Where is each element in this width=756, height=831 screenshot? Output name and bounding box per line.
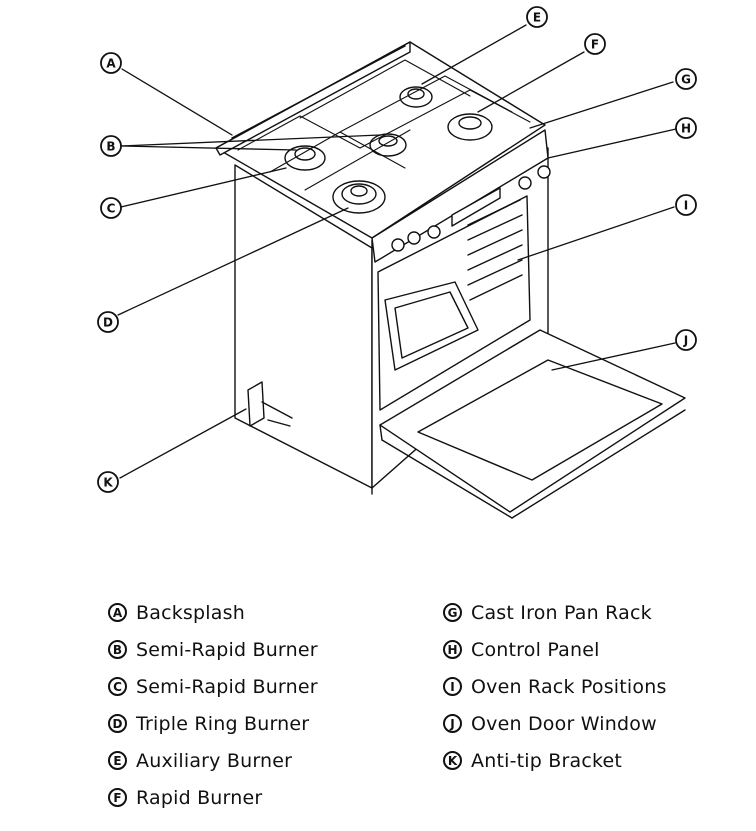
callout-letter-d: D bbox=[103, 316, 113, 330]
callout-d bbox=[97, 311, 119, 333]
leader-lines bbox=[117, 24, 677, 479]
legend-item-a: A Backsplash bbox=[108, 594, 318, 631]
legend-label-j: Oven Door Window bbox=[471, 712, 657, 735]
legend-badge-f: F bbox=[108, 788, 127, 807]
legend-column-left: A Backsplash B Semi-Rapid Burner C Semi-… bbox=[108, 594, 318, 816]
callout-k bbox=[97, 471, 119, 493]
callout-letters: A B C D E F G H I J K bbox=[103, 11, 691, 490]
legend-item-e: E Auxiliary Burner bbox=[108, 742, 318, 779]
legend-item-k: K Anti-tip Bracket bbox=[443, 742, 667, 779]
range-diagram: A B C D E F G H I J K bbox=[97, 6, 697, 519]
callout-letter-j: J bbox=[683, 334, 688, 348]
legend-item-h: H Control Panel bbox=[443, 631, 667, 668]
legend-label-k: Anti-tip Bracket bbox=[471, 749, 623, 772]
legend-label-g: Cast Iron Pan Rack bbox=[471, 601, 652, 624]
legend-badge-h: H bbox=[443, 640, 462, 659]
legend-badge-g: G bbox=[443, 603, 462, 622]
legend-badge-j: J bbox=[443, 714, 462, 733]
legend-label-b: Semi-Rapid Burner bbox=[136, 638, 318, 661]
callout-a bbox=[100, 52, 122, 74]
callout-h bbox=[675, 117, 697, 139]
legend-label-i: Oven Rack Positions bbox=[471, 675, 667, 698]
legend-column-right: G Cast Iron Pan Rack H Control Panel I O… bbox=[443, 594, 667, 779]
callout-j bbox=[675, 329, 697, 351]
legend-item-j: J Oven Door Window bbox=[443, 705, 667, 742]
legend-item-c: C Semi-Rapid Burner bbox=[108, 668, 318, 705]
callout-letter-i: I bbox=[684, 199, 688, 213]
legend-badge-d: D bbox=[108, 714, 127, 733]
legend-item-b: B Semi-Rapid Burner bbox=[108, 631, 318, 668]
callout-letter-h: H bbox=[681, 122, 691, 136]
legend-label-e: Auxiliary Burner bbox=[136, 749, 293, 772]
callout-i bbox=[675, 194, 697, 216]
legend-label-d: Triple Ring Burner bbox=[136, 712, 310, 735]
legend-label-h: Control Panel bbox=[471, 638, 600, 661]
callout-c bbox=[100, 197, 122, 219]
callout-e bbox=[526, 6, 548, 28]
range-body bbox=[215, 41, 686, 519]
legend-label-c: Semi-Rapid Burner bbox=[136, 675, 318, 698]
legend-badge-e: E bbox=[108, 751, 127, 770]
legend-item-f: F Rapid Burner bbox=[108, 779, 318, 816]
callout-letter-c: C bbox=[107, 202, 116, 216]
callout-f bbox=[584, 33, 606, 55]
legend-badge-c: C bbox=[108, 677, 127, 696]
legend-badge-b: B bbox=[108, 640, 127, 659]
callout-badges bbox=[97, 6, 697, 493]
legend-item-g: G Cast Iron Pan Rack bbox=[443, 594, 667, 631]
legend-label-f: Rapid Burner bbox=[136, 786, 263, 809]
legend-badge-k: K bbox=[443, 751, 462, 770]
burners bbox=[284, 86, 493, 214]
callout-letter-e: E bbox=[533, 11, 541, 25]
callout-letter-g: G bbox=[681, 73, 691, 87]
callout-letter-a: A bbox=[106, 57, 116, 71]
callout-b bbox=[100, 135, 122, 157]
grates bbox=[237, 59, 531, 191]
callout-g bbox=[675, 68, 697, 90]
legend-badge-a: A bbox=[108, 603, 127, 622]
callout-letter-b: B bbox=[106, 140, 115, 154]
legend-item-d: D Triple Ring Burner bbox=[108, 705, 318, 742]
callout-letter-k: K bbox=[103, 476, 113, 490]
legend-badge-i: I bbox=[443, 677, 462, 696]
legend-item-i: I Oven Rack Positions bbox=[443, 668, 667, 705]
legend-label-a: Backsplash bbox=[136, 601, 245, 624]
callout-letter-f: F bbox=[591, 38, 599, 52]
